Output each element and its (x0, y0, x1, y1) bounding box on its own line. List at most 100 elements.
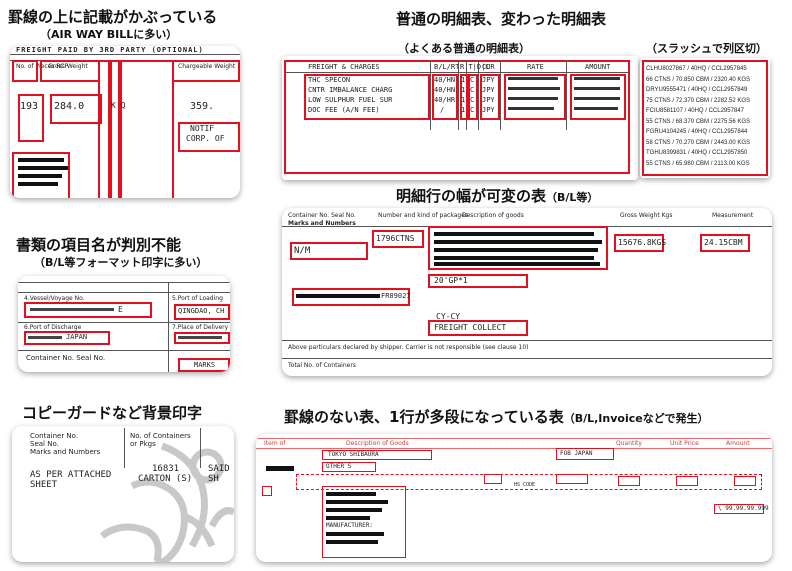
normal-row2-r: 1 (461, 86, 466, 94)
redacted-bar (508, 107, 554, 110)
card-noline-table: Item of Description of Goods Quantity Un… (256, 434, 772, 562)
overlap-notify-text: NOTIF (190, 124, 215, 133)
noline-box-small-5 (734, 476, 756, 486)
slash-box-outer (642, 60, 768, 176)
overlap-pieces-value: 193 (20, 101, 39, 112)
unknown-label-delivery: 7.Place of Delivery (172, 324, 229, 331)
noline-box-desc (322, 486, 406, 558)
variable-total-label: Total No. of Containers (288, 362, 356, 369)
overlap-weight-value: 284.0 (54, 101, 85, 112)
noline-box-item-no (262, 486, 272, 496)
noline-hscode: HS CODE (514, 482, 536, 488)
normal-box-rate (504, 74, 566, 120)
redacted-bar (326, 532, 384, 536)
normal-row1-cur: JPY (482, 76, 495, 84)
normal-row4-cur: JPY (482, 106, 495, 114)
unknown-box-discharge (24, 331, 110, 345)
noline-header-desc: Description of Goods (346, 440, 409, 447)
overlap-box-vline-1 (98, 60, 110, 198)
normal-box-desc (304, 74, 430, 120)
unknown-box-vessel (24, 302, 152, 318)
noline-box-origin (556, 448, 614, 460)
normal-row3-c: C (470, 96, 475, 104)
variable-box-desc (428, 226, 608, 270)
copyguard-watermark (99, 442, 234, 562)
redacted-bar (18, 174, 62, 178)
normal-header-freight: FREIGHT & CHARGES (308, 63, 380, 71)
unknown-box-loading (174, 304, 230, 320)
variable-marks-value: N/M (294, 246, 311, 256)
variable-box-marks (290, 242, 368, 260)
card-slash-table: CLHU8027867 / 40HQ / CCL2957845 66 CTNS /… (640, 58, 770, 178)
noline-origin: FOB JAPAN (560, 450, 593, 457)
redacted-bar (434, 240, 602, 244)
overlap-box-pieces-header (12, 60, 38, 82)
overlap-box-vline-2 (110, 60, 120, 198)
unknown-label-loading: 5.Port of Loading (172, 295, 223, 302)
variable-container-type: 20'GP*1 (434, 276, 468, 285)
redacted-bar (326, 500, 388, 504)
copyguard-count: 16831 (152, 464, 180, 474)
noline-header-qty: Quantity (616, 440, 642, 447)
redacted-bar (28, 336, 62, 339)
noline-other: OTHER S (326, 463, 352, 470)
variable-packages-value: 1796CTNS (376, 234, 415, 243)
slash-row: DRYU9555471 / 40HQ / CCL2957849 (646, 87, 748, 93)
variable-col-marks: Marks and Numbers (288, 220, 356, 227)
overlap-header-text: FREIGHT PAID BY 3RD PARTY (OPTIONAL) (16, 46, 204, 54)
redacted-bar (434, 248, 598, 252)
variable-col-number: Number and kind of packages (378, 212, 469, 219)
unknown-label-vessel: 4.Vessel/Voyage No. (24, 295, 85, 302)
redacted-bar (508, 77, 558, 80)
redacted-bar (326, 516, 370, 520)
noline-manufacturer: MANUFACTURER: (326, 522, 373, 529)
noline-header-unit-price: Unit Price (670, 440, 699, 447)
slash-row: 66 CTNS / 70.850 CBM / 2320.40 KGS (646, 76, 751, 83)
variable-box-weight (614, 234, 664, 252)
overlap-box-rate-col (120, 60, 174, 198)
overlap-col-gross: Gross Weight (48, 63, 88, 70)
redacted-bar (574, 97, 620, 100)
slash-row: FGRU4104245 / 40HQ / CCL2957844 (646, 129, 748, 135)
normal-row3-desc: LOW SULPHUR FUEL SUR (308, 96, 393, 104)
overlap-box-notify (178, 122, 240, 152)
normal-header-rtdc: R|T|D|C (460, 63, 490, 71)
slash-row: TGHU8399831 / 40HQ / CCL2957850 (646, 150, 748, 156)
redacted-bar (18, 182, 58, 186)
normal-row1-desc: THC SPECON (308, 76, 351, 84)
redacted-bar (178, 336, 222, 339)
normal-header-cur: CUR (482, 63, 495, 71)
normal-row2-c: C (470, 86, 475, 94)
normal-row3-cur: JPY (482, 96, 495, 104)
variable-col-container: Container No. Seal No. (288, 212, 356, 219)
normal-row1-c: C (470, 76, 475, 84)
section-title-normal: 普通の明細表、変わった明細表 (396, 10, 607, 28)
redacted-bar (508, 87, 560, 90)
noline-box-consignee (322, 450, 432, 460)
slash-row: 55 CTNS / 65.980 CBM / 2113.00 KGS (646, 160, 750, 167)
redacted-bar (574, 107, 618, 110)
variable-cy-text: CY-CY (436, 312, 461, 321)
variable-col-measure: Measurement (712, 212, 754, 219)
unknown-label-discharge: 6.Port of Discharge (24, 324, 82, 331)
normal-row4-blrt: / (440, 106, 445, 114)
overlap-box-chargeable-header (172, 60, 240, 82)
card-overlap-sample: FREIGHT PAID BY 3RD PARTY (OPTIONAL) No.… (10, 46, 240, 198)
slash-row: CLHU8027867 / 40HQ / CCL2957845 (646, 66, 747, 72)
variable-box-container-type (428, 274, 528, 288)
redacted-bar (326, 492, 376, 496)
redacted-bar (326, 508, 382, 512)
overlap-chargeable-value: 359. (190, 101, 215, 112)
unknown-discharge-value: JAPAN (66, 333, 88, 341)
variable-weight-value: 15676.8KGS (618, 238, 667, 247)
card-variable-table: Container No. Seal No. Marks and Numbers… (282, 208, 772, 376)
redacted-bar (296, 294, 380, 298)
redacted-bar (30, 308, 114, 311)
unknown-loading-value: QINGDAO, CH (178, 307, 225, 315)
normal-header-amount: AMOUNT (585, 63, 611, 71)
normal-row2-blrt: 40/HN (434, 86, 456, 94)
overlap-box-pieces-value (18, 94, 44, 142)
section-subtitle-unknown: （B/L等フォーマット印字に多い） (34, 256, 208, 269)
normal-row2-desc: CNTR IMBALANCE CHARG (308, 86, 393, 94)
overlap-box-marks (12, 152, 70, 198)
